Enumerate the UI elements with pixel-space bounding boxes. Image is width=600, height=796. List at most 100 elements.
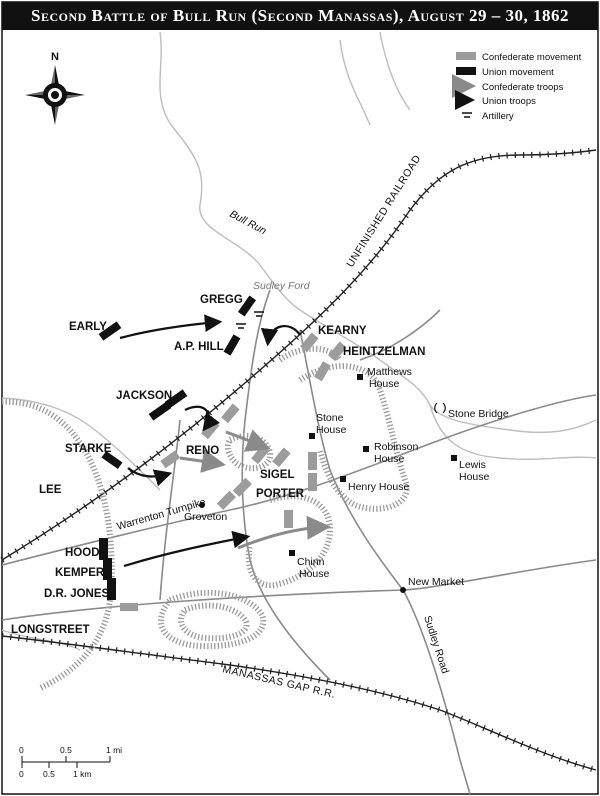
scale-mi-half: 0.5 [60, 745, 72, 755]
label-gregg: GREGG [200, 294, 243, 306]
union-unit-hood [99, 538, 108, 560]
scale-mi-0: 0 [19, 745, 24, 755]
artillery-icon [236, 311, 264, 329]
conf-unit-kearny [300, 332, 319, 353]
conf-unit-3 [314, 361, 331, 382]
conf-unit-heintzelman [328, 341, 347, 362]
confederate-units [120, 332, 347, 611]
scale-km-1: 1 km [73, 769, 91, 779]
legend-label-4: Union troops [482, 96, 536, 107]
label-heintzelman: HEINTZELMAN [343, 346, 425, 358]
southern-road [1, 559, 597, 621]
sudley-road [299, 329, 471, 795]
eastern-branch-road [359, 309, 441, 361]
label-stone-bridge: Stone Bridge [448, 408, 509, 420]
label-kearny: KEARNY [318, 325, 367, 337]
conf-unit-6 [160, 450, 181, 469]
label-lewis-house-line2: House [459, 471, 490, 483]
map-title: Second Battle of Bull Run (Second Manass… [2, 2, 598, 30]
label-dr-jones: D.R. JONES [44, 588, 110, 600]
creek-north [339, 39, 371, 126]
groveton-marker [199, 502, 205, 508]
warrenton-turnpike-road [1, 394, 597, 566]
conf-unit-4 [221, 403, 240, 424]
manassas-gap-railroad [1, 635, 597, 771]
western-road [241, 289, 331, 681]
label-new-market: New Market [408, 576, 464, 588]
railroads [0, 147, 597, 773]
label-robinson-house-line1: Robinson [374, 441, 419, 453]
arrow-porter [237, 515, 331, 550]
label-matthews-house-line1: Matthews [367, 366, 412, 378]
label-longstreet: LONGSTREET [11, 624, 90, 636]
creek-east [429, 404, 597, 460]
scale-km-0: 0 [19, 769, 24, 779]
label-sudley-ford: Sudley Ford [253, 280, 311, 292]
legend-label-5: Artillery [482, 111, 514, 122]
union-unit-jackson-1 [164, 389, 188, 409]
label-henry-house: Henry House [348, 481, 409, 493]
unfinished-railroad [1, 149, 597, 561]
legend-label-3: Confederate troops [482, 82, 564, 93]
conf-unit-11 [232, 477, 252, 497]
legend-gray-bar-icon [456, 52, 476, 60]
stone-bridge-icon [434, 402, 446, 414]
label-stone-house-line1: Stone [316, 412, 344, 424]
label-unfinished-railroad: UNFINISHED RAILROAD [344, 153, 423, 270]
label-sigel: SIGEL [260, 469, 295, 481]
conf-unit-longstreet [120, 603, 138, 611]
compass-rose-icon: N [25, 51, 85, 125]
label-bull-run: Bull Run [228, 208, 269, 237]
movement-arrows [119, 314, 331, 568]
manassas-gap-railroad-ties [1, 633, 597, 773]
label-ap-hill: A.P. HILL [174, 341, 224, 353]
union-unit-jackson-2 [148, 401, 172, 421]
lewis-house-marker [451, 455, 457, 461]
arrow-kearny [260, 325, 301, 347]
label-hood: HOOD [65, 547, 100, 559]
new-market-marker [400, 587, 406, 593]
union-unit-early [98, 321, 122, 341]
bull-run-stream [159, 31, 301, 311]
arrow-early [119, 314, 223, 340]
label-jackson: JACKSON [116, 390, 172, 402]
union-unit-gregg [237, 295, 257, 317]
label-chinn-house-line1: Chinn [297, 556, 325, 568]
robinson-house-marker [363, 446, 369, 452]
arrow-hood [123, 530, 251, 568]
union-unit-kemper [103, 558, 112, 580]
arrow-starke [127, 467, 173, 487]
henry-house-marker [340, 476, 346, 482]
arrow-sigel-west [179, 449, 226, 473]
legend-label-1: Confederate movement [482, 52, 582, 63]
scale-km-half: 0.5 [43, 769, 55, 779]
legend-black-bar-icon [456, 67, 476, 75]
legend: Confederate movement Union movement Conf… [452, 52, 582, 122]
legend-label-2: Union movement [482, 67, 554, 78]
scale-bar: 0 0.5 1 mi 0 0.5 1 km [19, 745, 122, 779]
ridge-henry [298, 363, 410, 512]
scale-mi-1: 1 mi [106, 745, 122, 755]
matthews-house-marker [357, 374, 363, 380]
union-unit-starke [101, 450, 123, 470]
label-robinson-house-line2: House [374, 453, 405, 465]
arrow-jackson [184, 405, 221, 432]
union-unit-jones [107, 578, 116, 600]
house-markers [199, 374, 457, 593]
creek-north-2 [379, 31, 411, 111]
conf-unit-9 [308, 452, 317, 470]
union-units [98, 295, 257, 600]
label-early: EARLY [69, 321, 107, 333]
label-groveton: Groveton [184, 511, 227, 523]
ridge-south-inner [178, 602, 250, 642]
conf-unit-10 [308, 473, 317, 491]
label-lee: LEE [39, 484, 62, 496]
conf-unit-8 [272, 447, 291, 468]
label-sudley-road: Sudley Road [421, 614, 451, 675]
creek-west [1, 397, 161, 491]
conf-unit-13 [284, 510, 293, 528]
label-stone-house-line2: House [316, 424, 347, 436]
conf-unit-5 [201, 419, 220, 440]
